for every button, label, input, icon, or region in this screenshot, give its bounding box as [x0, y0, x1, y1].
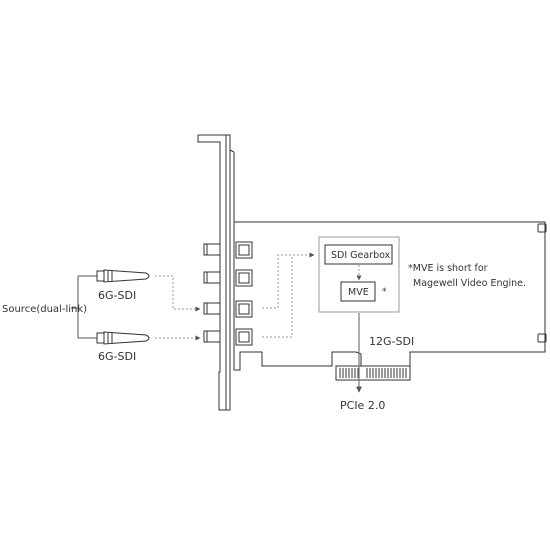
- mve-label: MVE: [348, 287, 369, 298]
- bnc-connector: [203, 241, 253, 259]
- bus-label: PCIe 2.0: [340, 399, 385, 412]
- pcie-edge-connector: [335, 365, 411, 381]
- source-brace: [71, 275, 97, 339]
- sdi-gearbox-box: [324, 244, 393, 265]
- input-top-label: 6G-SDI: [98, 289, 136, 302]
- bnc-connector: [203, 300, 253, 318]
- mounting-hole: [537, 333, 547, 343]
- gearbox-label: SDI Gearbox: [331, 250, 391, 261]
- pcb-board: [233, 221, 546, 371]
- bnc-connector: [203, 269, 253, 287]
- output-label: 12G-SDI: [369, 335, 414, 348]
- chip-arrow-bottom: [262, 255, 293, 338]
- mve-note-line-1: *MVE is short for: [408, 263, 488, 274]
- mve-asterisk: *: [382, 287, 387, 297]
- source-label: Source(dual-link): [2, 304, 87, 315]
- bnc-connector: [203, 328, 253, 346]
- input-arrow-top: [155, 275, 201, 312]
- mounting-hole: [537, 223, 547, 233]
- sdi-cable-bottom: [96, 331, 150, 345]
- chip-arrow-top: [262, 252, 315, 309]
- sdi-cable-top: [96, 269, 150, 283]
- mve-box: [340, 281, 376, 302]
- mve-note-line-2: Magewell Video Engine.: [413, 278, 526, 289]
- input-bottom-label: 6G-SDI: [98, 350, 136, 363]
